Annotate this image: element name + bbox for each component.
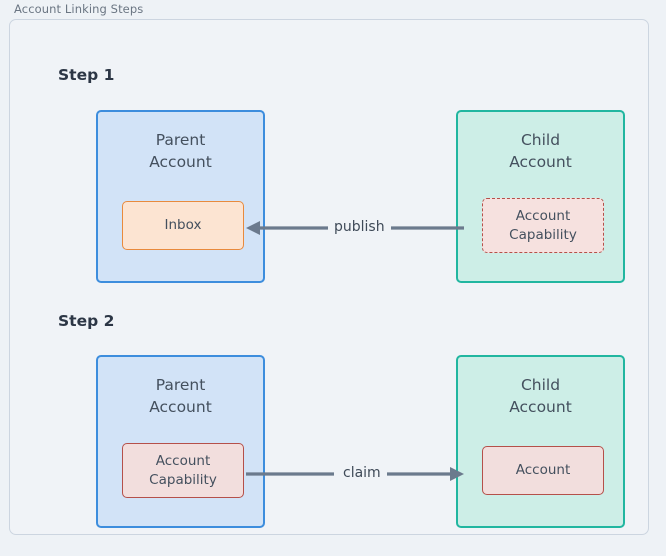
panel-title: Account Linking Steps <box>14 2 144 16</box>
step-2-parent-account-title: Parent Account <box>149 376 212 416</box>
step-1-parent-account-box: Parent Account Inbox <box>96 110 265 283</box>
step-2-child-account-box: Child Account Account <box>456 355 625 528</box>
step-1-child-account-title: Child Account <box>509 131 572 171</box>
diagram-panel: Step 1 Parent Account Inbox Child Accoun… <box>9 19 649 535</box>
step-1-heading: Step 1 <box>58 66 115 84</box>
step-2-heading: Step 2 <box>58 312 115 330</box>
step-1-parent-account-title: Parent Account <box>149 131 212 171</box>
step-2-parent-account-box: Parent Account Account Capability <box>96 355 265 528</box>
step-1-inbox-box: Inbox <box>122 201 244 250</box>
step-2-account-box: Account <box>482 446 604 495</box>
step-2-account-capability-box: Account Capability <box>122 443 244 498</box>
claim-arrow-label: claim <box>337 465 387 481</box>
step-1-child-account-box: Child Account Account Capability <box>456 110 625 283</box>
publish-arrow-label: publish <box>328 219 391 235</box>
step-2-child-account-title: Child Account <box>509 376 572 416</box>
step-1-account-capability-box: Account Capability <box>482 198 604 253</box>
